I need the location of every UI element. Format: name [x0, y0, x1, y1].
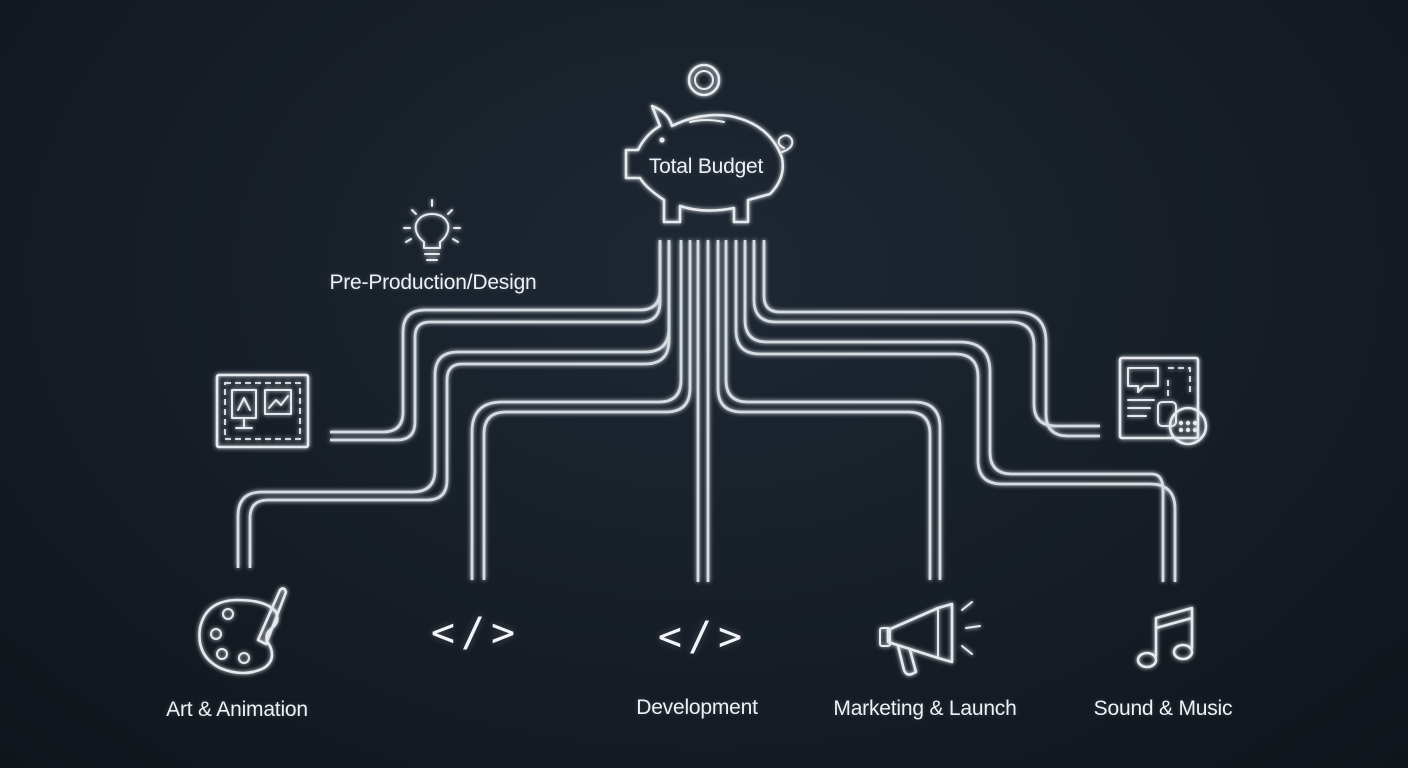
route-art-animation-inner — [248, 240, 671, 568]
marketing-launch-label: Marketing & Launch — [833, 697, 1017, 720]
route-storyboard-inner — [330, 240, 662, 442]
art-animation-label: Art & Animation — [166, 698, 308, 721]
piggy-bank-icon — [624, 104, 794, 224]
pre-production-design-label: Pre-Production/Design — [329, 271, 537, 294]
route-code — [470, 240, 683, 580]
sound-music-label: Sound & Music — [1093, 697, 1233, 720]
total-budget-label: Total Budget — [648, 155, 764, 178]
route-marketing-inner — [724, 240, 942, 580]
music-note-icon — [1136, 606, 1194, 669]
development-label: Development — [636, 696, 758, 719]
code-icon: </> — [657, 614, 749, 660]
route-design-doc-inner — [762, 240, 1100, 438]
route-code-inner — [482, 240, 692, 580]
storyboard-icon — [215, 373, 310, 449]
design-doc-icon — [1118, 356, 1208, 446]
route-sound-music-inner — [743, 240, 1165, 582]
lightbulb-icon — [403, 199, 461, 261]
coin-icon — [687, 63, 721, 97]
route-design-doc — [752, 240, 1100, 428]
code-icon: </> — [430, 610, 522, 656]
budget-routes — [236, 240, 1177, 582]
route-art-animation — [236, 240, 671, 568]
route-marketing — [716, 240, 932, 580]
route-storyboard — [330, 240, 662, 434]
palette-icon — [198, 587, 288, 675]
megaphone-icon — [879, 601, 981, 676]
